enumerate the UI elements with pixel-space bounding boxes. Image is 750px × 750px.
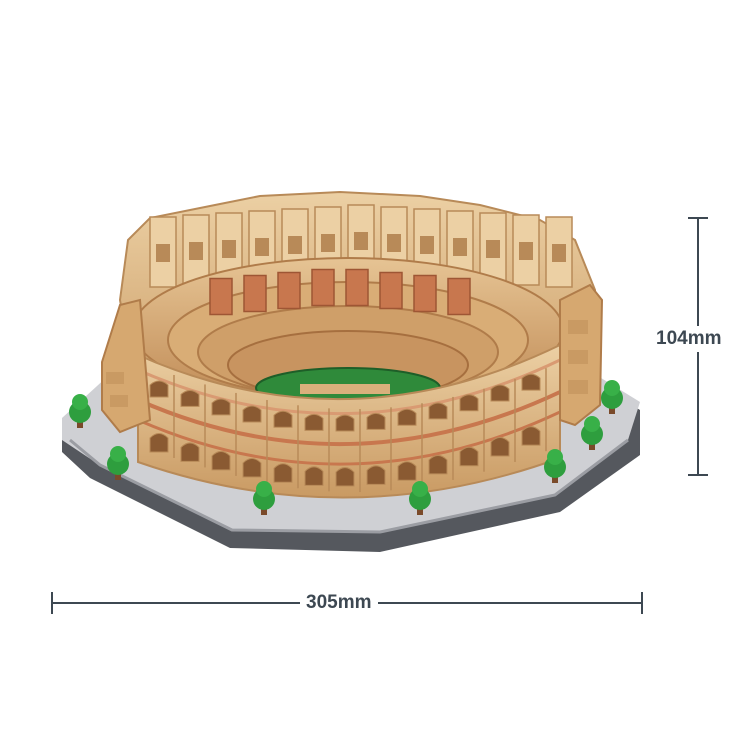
height-dimension-label: 104mm [656, 326, 722, 352]
model-trees [69, 380, 623, 515]
colosseum-left-ruin [101, 298, 152, 434]
width-dimension-label: 305mm [300, 592, 378, 614]
colosseum-seating-tiers [132, 257, 564, 403]
colosseum-right-ruin [559, 283, 604, 427]
arena-stage [300, 384, 390, 394]
